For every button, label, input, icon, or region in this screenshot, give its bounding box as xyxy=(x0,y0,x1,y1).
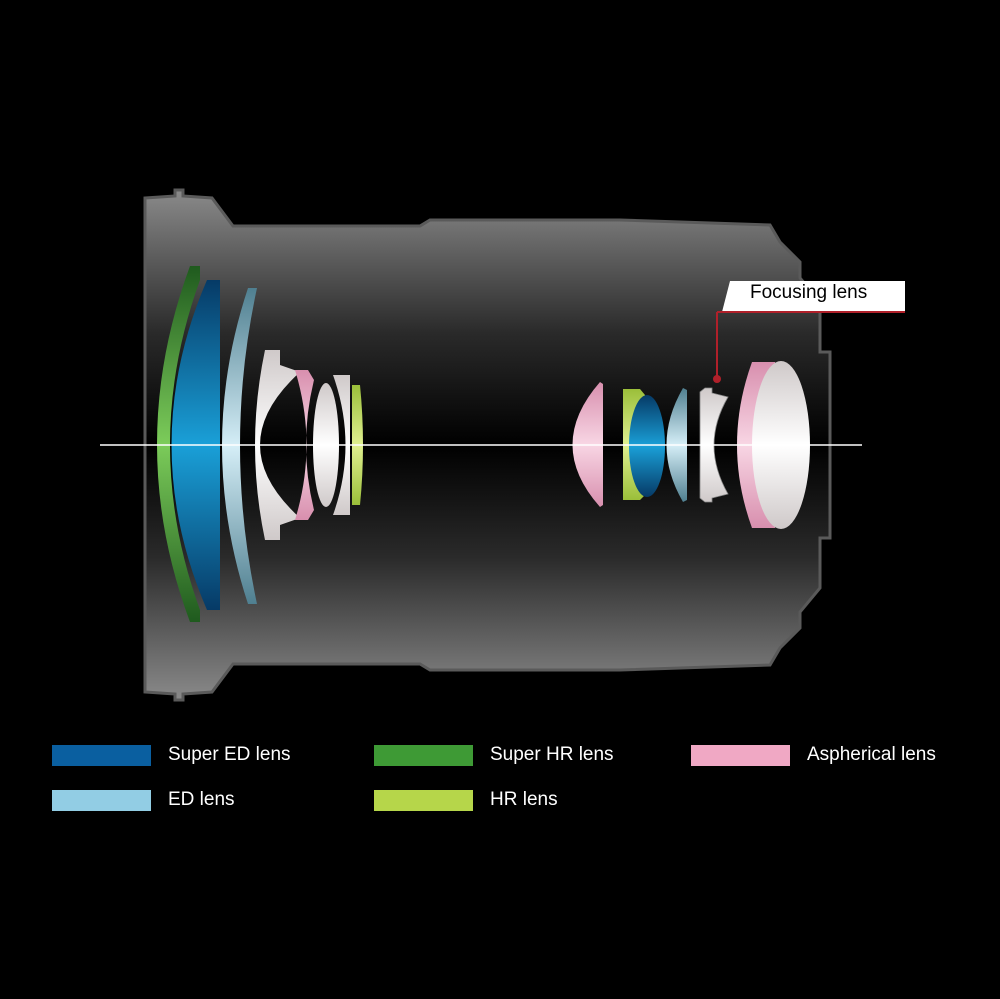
ed-lens-front xyxy=(222,288,257,604)
lens-element-white-3 xyxy=(333,375,350,515)
legend-label: ED lens xyxy=(168,789,235,810)
legend-super-hr: Super HR lens xyxy=(374,744,614,766)
legend-aspherical: Aspherical lens xyxy=(691,744,936,766)
legend-swatch-super-hr xyxy=(374,744,473,766)
legend-swatch-ed xyxy=(52,789,151,811)
focusing-lens-label: Focusing lens xyxy=(750,282,868,303)
legend-label: Aspherical lens xyxy=(807,744,936,765)
legend-super-ed: Super ED lens xyxy=(52,744,291,766)
focusing-lens-callout-dot xyxy=(713,375,721,383)
super-ed-lens-rear xyxy=(629,395,665,497)
legend-swatch-hr xyxy=(374,789,473,811)
legend-hr: HR lens xyxy=(374,789,558,811)
legend-label: Super HR lens xyxy=(490,744,614,765)
focusing-lens-callout-box xyxy=(722,281,905,312)
legend-label: Super ED lens xyxy=(168,744,291,765)
legend-swatch-super-ed xyxy=(52,744,151,766)
super-hr-lens-front xyxy=(157,266,200,622)
legend-label: HR lens xyxy=(490,789,558,810)
legend-swatch-aspherical xyxy=(691,744,790,766)
lens-element-white-1 xyxy=(255,350,300,540)
legend-ed: ED lens xyxy=(52,789,235,811)
aspherical-lens-front xyxy=(295,370,314,520)
